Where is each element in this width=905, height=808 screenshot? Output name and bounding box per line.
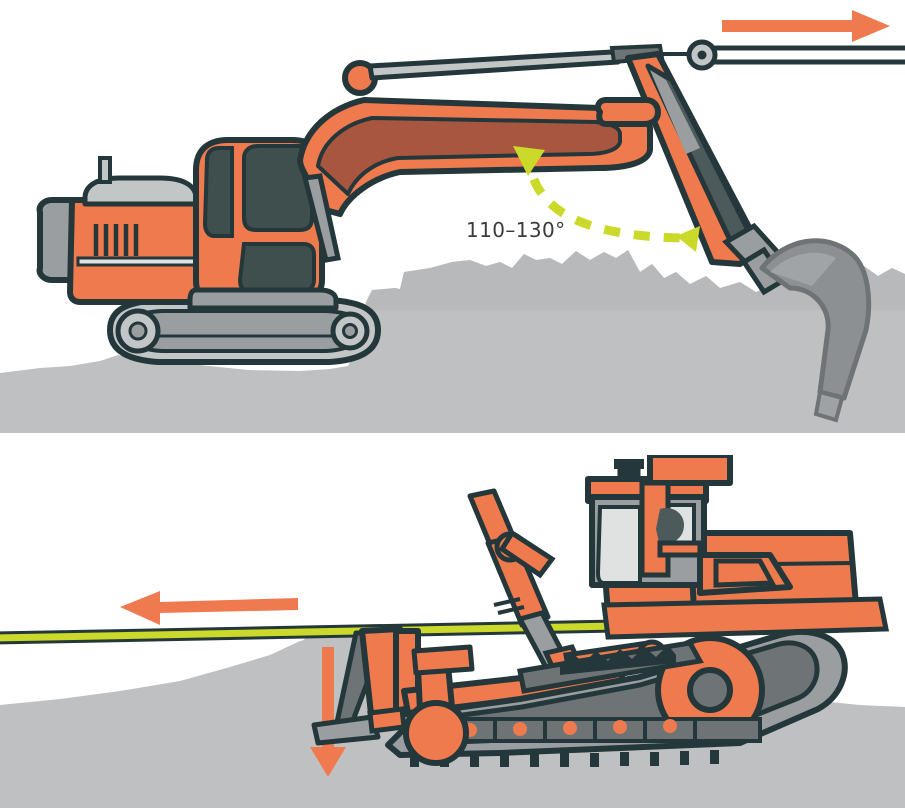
bulldozer-panel xyxy=(0,455,905,808)
angle-arc-indicator xyxy=(513,146,700,252)
arc-arrowhead-down xyxy=(676,226,700,252)
ground-terrain xyxy=(0,250,905,433)
excavator-panel: 110–130° xyxy=(0,10,905,433)
track-rollers xyxy=(428,717,762,743)
operator-silhouette xyxy=(656,507,684,547)
excavator-bucket xyxy=(759,238,872,423)
excavator-cab xyxy=(187,137,339,311)
front-idler xyxy=(403,700,469,766)
pulley-icon xyxy=(686,39,718,71)
angle-label: 110–130° xyxy=(466,218,566,242)
blade-down-arrow xyxy=(310,647,346,777)
arc-arrowhead-up xyxy=(513,146,545,176)
direction-arrow-right xyxy=(722,10,890,42)
radiator-grille-icon xyxy=(93,224,139,256)
excavator-boom xyxy=(297,43,665,263)
excavator-tracks xyxy=(107,289,381,365)
dozer-tracks xyxy=(385,628,848,767)
excavator-body xyxy=(36,156,240,305)
direction-arrow-left xyxy=(120,591,298,625)
dozer-cab xyxy=(585,455,793,596)
